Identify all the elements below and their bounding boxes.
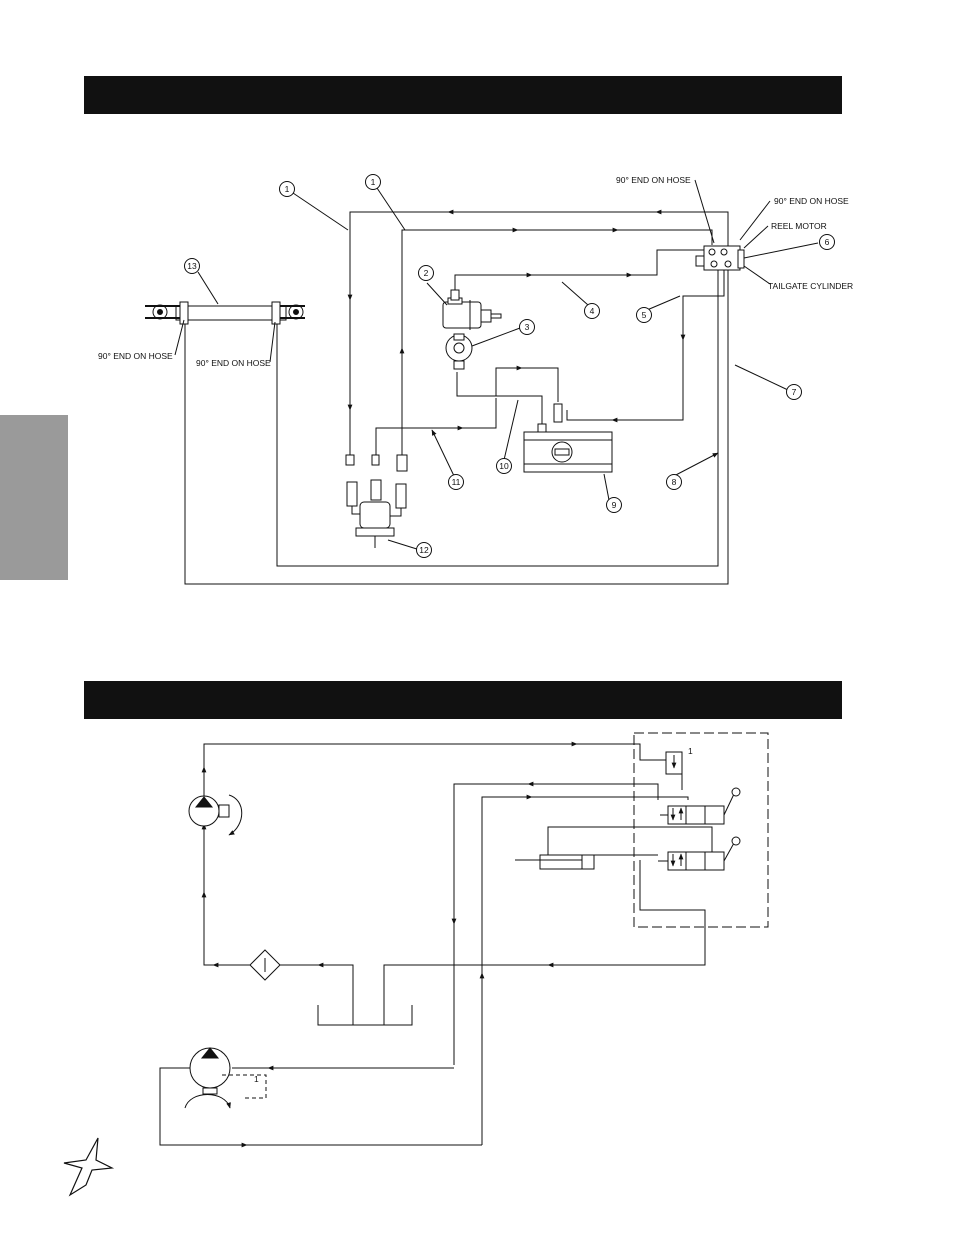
valve-enclosure [633, 732, 769, 928]
callout-2: 2 [424, 268, 429, 278]
callout-7: 7 [792, 387, 797, 397]
hose-routing-diagram [145, 179, 819, 585]
callout-10: 10 [499, 461, 509, 471]
callout-3: 3 [525, 322, 530, 332]
hose-4 [454, 249, 705, 292]
callout-6: 6 [825, 237, 830, 247]
hose-loop-inner [276, 268, 719, 567]
label-end-hose-top: 90° END ON HOSE [616, 175, 691, 185]
section-header-bar-bottom [84, 681, 842, 719]
callout-numbers: 1 1 2 3 4 5 6 7 8 9 10 11 12 13 [187, 177, 829, 555]
directional-valve-bottom [658, 836, 741, 871]
line-pump-down [203, 825, 250, 966]
line-tank-filter [280, 964, 354, 1025]
callout-5: 5 [642, 310, 647, 320]
hydraulic-schematic [159, 732, 769, 1148]
line-cylinder-a [547, 826, 713, 860]
diagram-labels: 90° END ON HOSE 90° END ON HOSE REEL MOT… [98, 175, 853, 368]
line-motor-a [453, 783, 659, 1065]
swivel-assembly-drawing [345, 454, 408, 548]
relief-valve-symbol [665, 751, 683, 775]
label-tailgate-cylinder: TAILGATE CYLINDER [768, 281, 853, 291]
filter-symbol [249, 949, 281, 981]
spring-mark-top: 1 [688, 746, 693, 756]
section-header-bar-top [84, 76, 842, 114]
label-end-hose-left-b: 90° END ON HOSE [196, 358, 271, 368]
callout-13: 13 [187, 261, 197, 271]
directional-valve-top [660, 787, 741, 825]
cylinder-symbol [515, 854, 595, 870]
hose-10 [495, 367, 559, 425]
reservoir-symbol [317, 1005, 413, 1026]
hose-11 [375, 398, 497, 455]
line-to-relief [606, 743, 668, 761]
brand-logo-icon [63, 1137, 115, 1197]
spring-mark-bottom: 1 [254, 1074, 259, 1084]
label-end-hose-left-a: 90° END ON HOSE [98, 351, 173, 361]
hose-1-outer [349, 211, 729, 455]
side-chapter-tab [0, 415, 68, 580]
callout-8: 8 [672, 477, 677, 487]
tailgate-cylinder-drawing [145, 301, 305, 325]
reservoir-tank-drawing [523, 403, 613, 473]
hose-10b [456, 372, 497, 397]
line-pressure-top [203, 743, 606, 797]
inline-filter-drawing [445, 333, 473, 370]
line-return-long [383, 860, 706, 1025]
control-valve-drawing [695, 245, 745, 271]
hydraulic-motor-symbol [184, 1047, 267, 1109]
callout-9: 9 [612, 500, 617, 510]
callout-4: 4 [590, 306, 595, 316]
label-reel-motor: REEL MOTOR [771, 221, 827, 231]
callout-1a: 1 [285, 184, 290, 194]
line-motor-loop [159, 1067, 482, 1146]
pump-motor-drawing [442, 289, 502, 330]
schematic-marks: 1 1 [254, 746, 693, 1084]
pump-symbol [188, 794, 243, 836]
hose-loop-outer [184, 268, 729, 585]
callout-group [184, 174, 835, 558]
callout-12: 12 [419, 545, 429, 555]
line-motor-b [481, 796, 689, 1145]
hose-5 [566, 268, 725, 421]
callout-11: 11 [452, 477, 461, 487]
callout-1b: 1 [371, 177, 376, 187]
label-end-hose-right: 90° END ON HOSE [774, 196, 849, 206]
